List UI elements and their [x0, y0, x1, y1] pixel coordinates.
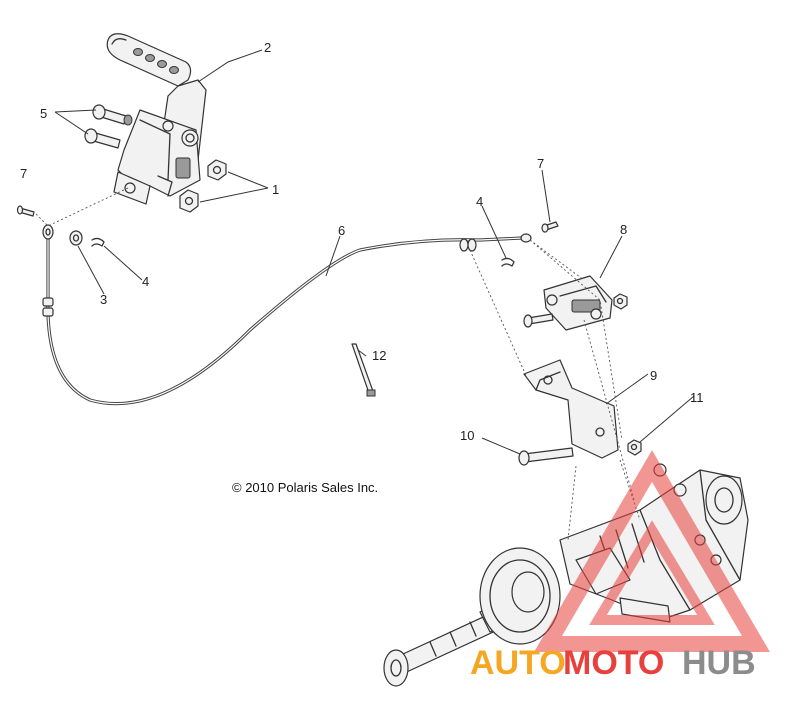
clevis-pin-left: [16, 205, 35, 217]
clip-right: [501, 257, 515, 267]
callout-9: 9: [650, 368, 657, 383]
watermark-auto: AUTO: [470, 644, 566, 682]
caliper-bolt: [523, 313, 554, 328]
callout-7-right: 7: [537, 156, 544, 171]
washer: [69, 230, 83, 246]
clip-left: [91, 237, 105, 247]
mounting-bracket: [523, 359, 619, 459]
callouts: 2 5 7 1 3 4 6 4 7 8 12 9 11 10: [20, 40, 704, 443]
callout-3: 3: [100, 292, 107, 307]
callout-5: 5: [40, 106, 47, 121]
watermark-moto: MOTO: [563, 644, 664, 682]
callout-7-left: 7: [20, 166, 27, 181]
nut-upper: [207, 159, 227, 181]
brake-lever-assembly: [106, 33, 207, 205]
callout-1: 1: [272, 182, 279, 197]
bolt-lower: [84, 128, 121, 149]
clevis-pin-right: [541, 221, 559, 233]
nut-lower: [179, 189, 199, 213]
cable-tie: [351, 343, 376, 397]
bolt-upper: [92, 104, 133, 126]
brake-caliper: [543, 275, 613, 331]
bracket-bolt: [518, 447, 574, 466]
leader-lines: [54, 49, 695, 455]
watermark-hub: HUB: [682, 644, 756, 682]
gearcase-driveshaft: [383, 463, 749, 687]
callout-4-right: 4: [476, 194, 483, 209]
callout-4-left: 4: [142, 274, 149, 289]
watermark-logo: AUTO MOTO HUB: [470, 450, 770, 682]
brake-cable: [42, 224, 532, 406]
callout-11: 11: [690, 390, 704, 405]
callout-2: 2: [264, 40, 271, 55]
caliper-nut: [613, 293, 628, 310]
callout-8: 8: [620, 222, 627, 237]
callout-10: 10: [460, 428, 474, 443]
callout-6: 6: [338, 223, 345, 238]
copyright-text: © 2010 Polaris Sales Inc.: [232, 480, 378, 495]
bracket-nut: [627, 439, 642, 456]
callout-12: 12: [372, 348, 386, 363]
